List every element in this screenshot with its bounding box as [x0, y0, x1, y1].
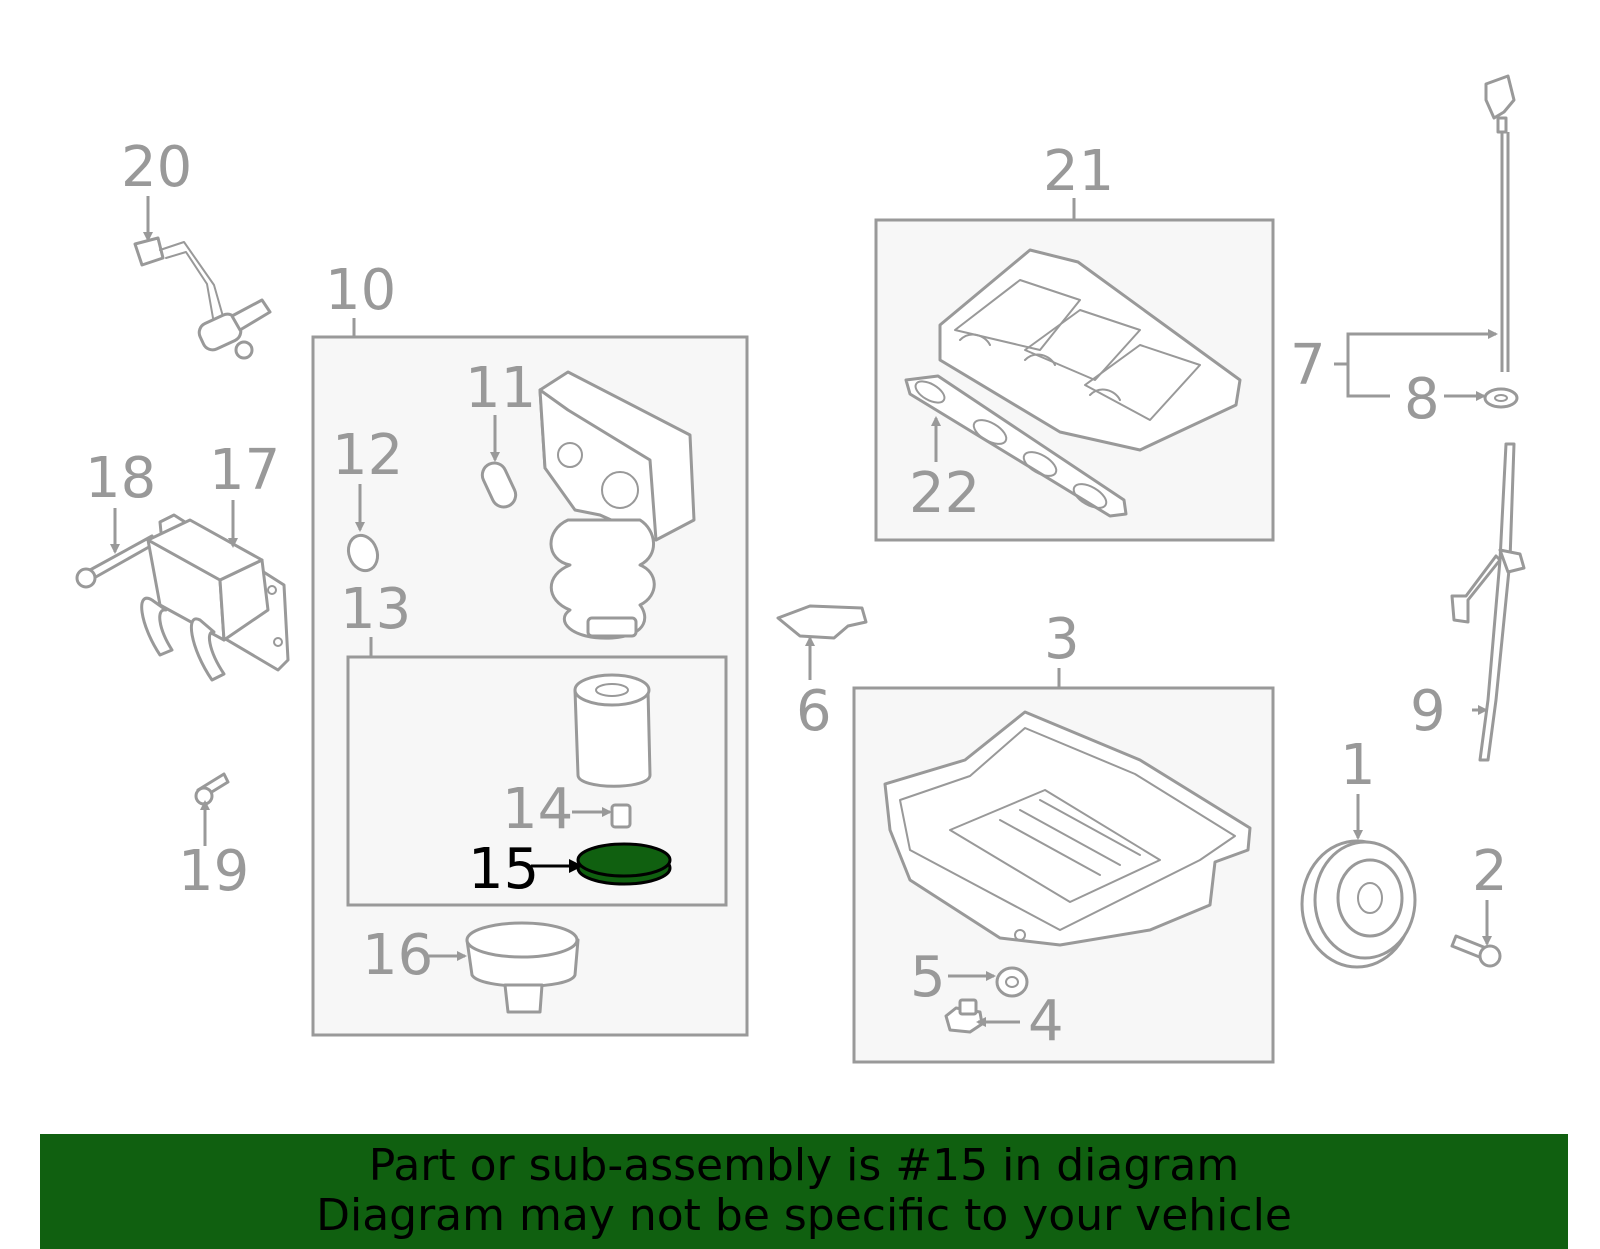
callout-22: 22 — [909, 461, 980, 526]
callout-15: 15 — [468, 837, 539, 902]
part-7-dipstick[interactable] — [1484, 74, 1516, 372]
part-2-bolt[interactable] — [1450, 934, 1502, 968]
part-4-drain-bolt[interactable] — [944, 998, 984, 1034]
callout-11: 11 — [465, 356, 536, 421]
callout-21: 21 — [1043, 139, 1114, 204]
callout-17: 17 — [209, 438, 280, 503]
callout-1: 1 — [1340, 733, 1376, 798]
part-14-plug[interactable] — [610, 803, 632, 829]
part-15-o-ring-highlighted[interactable] — [576, 842, 672, 886]
part-8-o-ring[interactable] — [1483, 387, 1519, 409]
part-5-washer[interactable] — [995, 966, 1029, 998]
callout-20: 20 — [121, 135, 192, 200]
callout-3: 3 — [1044, 607, 1080, 672]
part-6-plate[interactable] — [776, 604, 868, 640]
part-3-oil-pan[interactable] — [883, 710, 1252, 947]
part-9-dipstick-tube[interactable] — [1450, 442, 1526, 762]
banner-line-2: Diagram may not be specific to your vehi… — [316, 1190, 1292, 1241]
part-12-o-ring[interactable] — [344, 531, 383, 574]
part-11-filter-housing[interactable] — [538, 370, 696, 640]
part-21-intake-manifold[interactable] — [938, 248, 1242, 452]
callout-10: 10 — [325, 258, 396, 323]
callout-12: 12 — [332, 423, 403, 488]
callout-18: 18 — [85, 446, 156, 511]
part-22-manifold-gasket[interactable] — [904, 374, 1128, 518]
callout-7: 7 — [1290, 333, 1326, 398]
part-11-gasket[interactable] — [478, 459, 519, 511]
callout-9: 9 — [1410, 679, 1446, 744]
part-18-bolt[interactable] — [75, 534, 158, 589]
info-banner: Part or sub-assembly is #15 in diagram D… — [40, 1134, 1568, 1249]
banner-line-1: Part or sub-assembly is #15 in diagram — [368, 1140, 1240, 1191]
part-1-crank-pulley[interactable] — [1300, 839, 1417, 969]
callout-19: 19 — [178, 839, 249, 904]
callout-2: 2 — [1472, 839, 1508, 904]
callout-6: 6 — [796, 679, 832, 744]
part-20-sensor[interactable] — [133, 236, 272, 360]
filter-element[interactable] — [573, 673, 652, 788]
callout-8: 8 — [1404, 367, 1440, 432]
part-17-oil-cooler[interactable] — [140, 513, 290, 682]
part-16-filter-cap[interactable] — [465, 921, 580, 1014]
callout-16: 16 — [362, 923, 433, 988]
callout-13: 13 — [340, 577, 411, 642]
part-19-bolt[interactable] — [194, 772, 230, 806]
callout-5: 5 — [910, 945, 946, 1010]
callout-14: 14 — [502, 777, 573, 842]
callout-4: 4 — [1028, 989, 1064, 1054]
